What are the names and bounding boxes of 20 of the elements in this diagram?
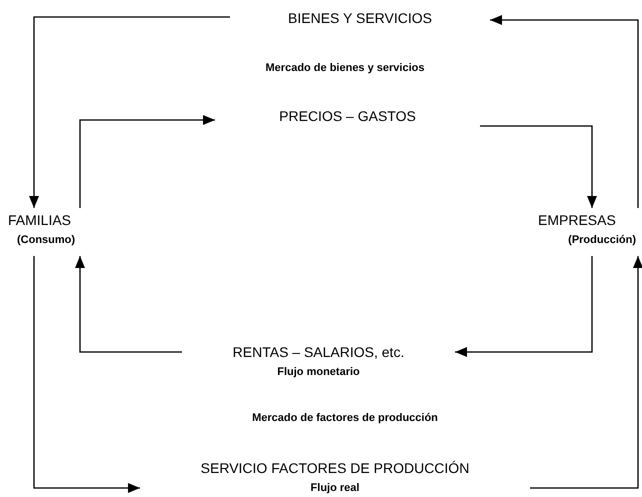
node-sublabel: (Producción)	[567, 233, 637, 248]
arrow	[455, 256, 593, 357]
node-label: SERVICIO FACTORES DE PRODUCCIÓN	[200, 459, 470, 478]
arrow	[79, 115, 215, 208]
arrow	[530, 256, 642, 489]
node-label: BIENES Y SERVICIOS	[287, 9, 433, 28]
node-sublabel: (Consumo)	[16, 233, 76, 248]
node-label: RENTAS – SALARIOS, etc.	[232, 343, 406, 362]
flow-caption: Flujo real	[310, 481, 360, 496]
arrow	[33, 256, 140, 493]
arrow	[29, 16, 230, 208]
arrow	[75, 256, 182, 353]
flow-caption: Flujo monetario	[276, 365, 361, 380]
node-label: EMPRESAS	[537, 211, 617, 230]
arrow	[490, 15, 639, 208]
node-label: FAMILIAS	[7, 211, 72, 230]
market-label: Mercado de factores de producción	[252, 412, 438, 424]
arrow	[480, 125, 597, 208]
node-label: PRECIOS – GASTOS	[278, 107, 417, 126]
market-label: Mercado de bienes y servicios	[266, 62, 424, 74]
